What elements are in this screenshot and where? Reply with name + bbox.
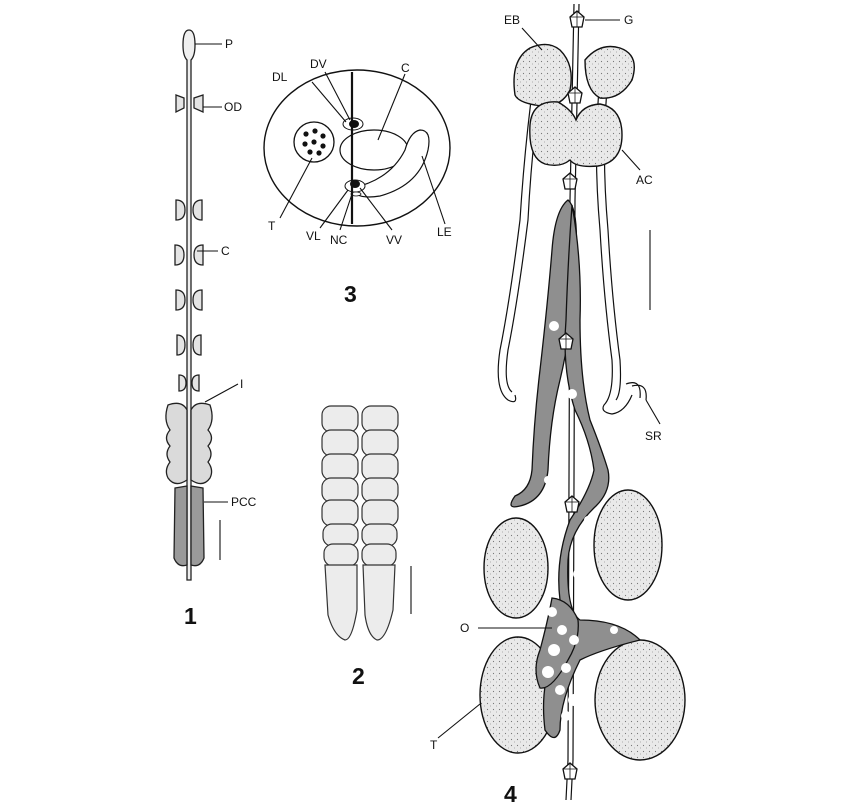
figure-number-4: 4 (504, 781, 517, 807)
fig3-label-le: LE (437, 225, 452, 239)
figure-number-1: 1 (184, 603, 197, 629)
fig4-label-g: G (624, 13, 633, 27)
fig4-label-ac: AC (636, 173, 653, 187)
fig3-label-nc: NC (330, 233, 348, 247)
fig3-label-vl: VL (306, 229, 321, 243)
fig1-label-c: C (221, 244, 230, 258)
fig4-label-t: T (430, 738, 438, 752)
fig3-label-c: C (401, 61, 410, 75)
fig4-reproductive-system (438, 4, 685, 800)
fig3-label-t: T (268, 219, 276, 233)
fig1-label-i: I (240, 377, 243, 391)
figure-number-2: 2 (352, 663, 365, 689)
fig2-cell-columns (322, 406, 398, 640)
fig3-label-dv: DV (310, 57, 327, 71)
fig3-label-vv: VV (386, 233, 402, 247)
fig4-label-sr: SR (645, 429, 662, 443)
fig4-label-o: O (460, 621, 469, 635)
fig3-label-dl: DL (272, 70, 288, 84)
figure-number-3: 3 (344, 281, 357, 307)
fig1-label-pcc: PCC (231, 495, 257, 509)
fig1-label-p: P (225, 37, 233, 51)
fig1-label-od: OD (224, 100, 242, 114)
fig3-cross-section (264, 70, 450, 230)
fig4-label-eb: EB (504, 13, 520, 27)
